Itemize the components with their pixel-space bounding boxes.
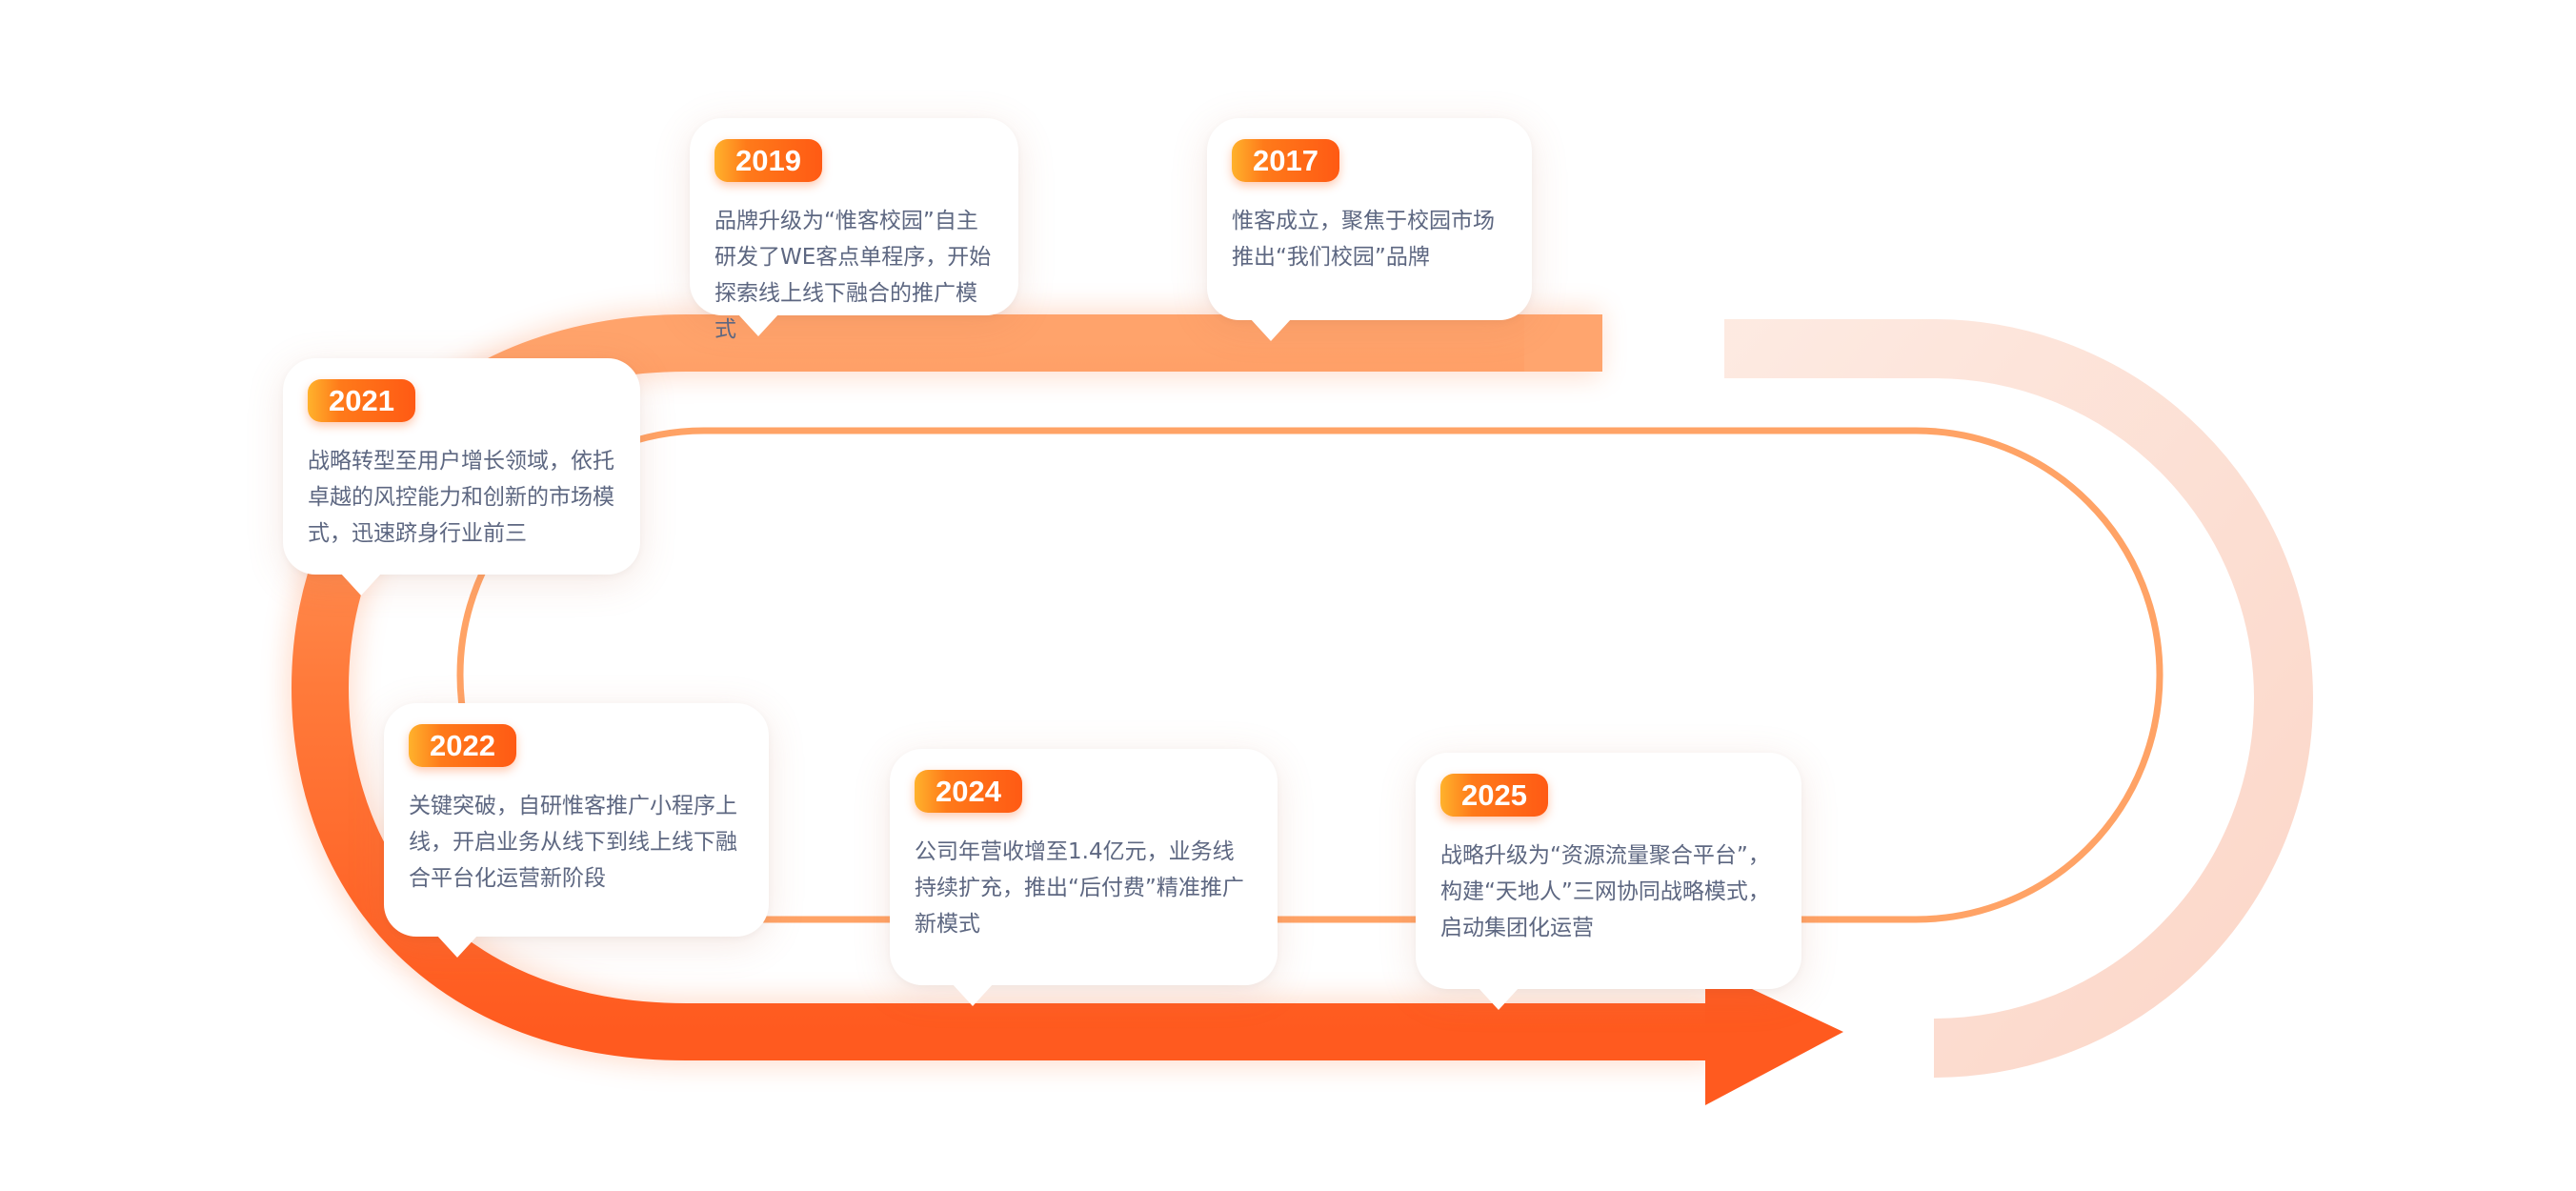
milestone-card-2017: 2017 惟客成立，聚焦于校园市场推出“我们校园”品牌 <box>1207 118 1532 341</box>
year-badge: 2024 <box>915 770 1022 813</box>
arrow-head <box>1705 967 1843 1105</box>
faded-arc <box>1724 319 2313 1078</box>
milestone-text: 公司年营收增至1.4亿元，业务线持续扩充，推出“后付费”精准推广新模式 <box>915 839 1244 937</box>
milestone-text: 战略升级为“资源流量聚合平台”，构建“天地人”三网协同战略模式，启动集团化运营 <box>1440 843 1770 940</box>
year-badge: 2019 <box>714 139 822 182</box>
inner-loop <box>456 427 2163 923</box>
milestone-card-2019: 2019 品牌升级为“惟客校园”自主研发了WE客点单程序，开始探索线上线下融合的… <box>690 118 1018 342</box>
milestone-text: 关键突破，自研惟客推广小程序上线，开启业务从线下到线上线下融合平台化运营新阶段 <box>409 794 737 891</box>
year-badge: 2025 <box>1440 774 1548 817</box>
milestone-card-2024: 2024 公司年营收增至1.4亿元，业务线持续扩充，推出“后付费”精准推广新模式 <box>890 749 1278 1006</box>
milestone-card-2022: 2022 关键突破，自研惟客推广小程序上线，开启业务从线下到线上线下融合平台化运… <box>384 703 769 958</box>
milestone-card-2021: 2021 战略转型至用户增长领域，依托卓越的风控能力和创新的市场模式，迅速跻身行… <box>283 358 640 596</box>
milestone-text: 品牌升级为“惟客校园”自主研发了WE客点单程序，开始探索线上线下融合的推广模式 <box>714 209 992 342</box>
milestone-text: 战略转型至用户增长领域，依托卓越的风控能力和创新的市场模式，迅速跻身行业前三 <box>308 449 614 546</box>
year-badge: 2021 <box>308 379 415 422</box>
year-badge: 2017 <box>1232 139 1339 182</box>
milestone-card-2025: 2025 战略升级为“资源流量聚合平台”，构建“天地人”三网协同战略模式，启动集… <box>1416 753 1801 1010</box>
year-badge: 2022 <box>409 724 516 767</box>
milestone-text: 惟客成立，聚焦于校园市场推出“我们校园”品牌 <box>1232 209 1495 270</box>
